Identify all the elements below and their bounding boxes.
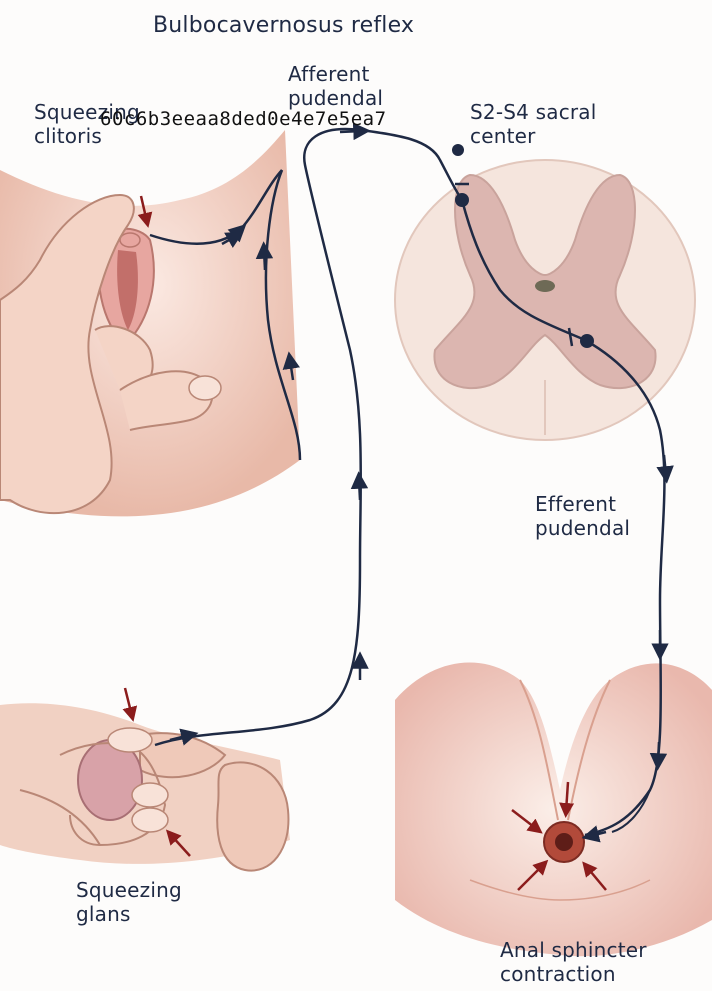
anal-sphincter (544, 822, 584, 862)
label-squeezing-glans: Squeezing glans (76, 878, 182, 926)
nerve-arrow-up-2 (359, 480, 360, 500)
nerve-arrow-branch-up (264, 250, 265, 270)
label-sacral-center: S2-S4 sacral center (470, 100, 597, 148)
label-anal-sphincter-contraction: Anal sphincter contraction (500, 938, 647, 986)
male-genital-illustration (0, 703, 290, 870)
diagram-title: Bulbocavernosus reflex (153, 14, 414, 38)
spinal-cord-cross-section (395, 160, 695, 440)
overlay-identifier-text: 60c6b3eeaa8ded0e4e7e5ea7 (100, 108, 387, 130)
glans-pressure-arrow-top (125, 688, 132, 716)
label-efferent-pudendal: Efferent pudendal (535, 492, 630, 540)
nerve-arrow-efferent-3 (658, 742, 659, 762)
anal-region-illustration (395, 663, 712, 957)
label-afferent-pudendal: Afferent pudendal (288, 62, 383, 110)
nerve-arrow-top (340, 131, 362, 132)
